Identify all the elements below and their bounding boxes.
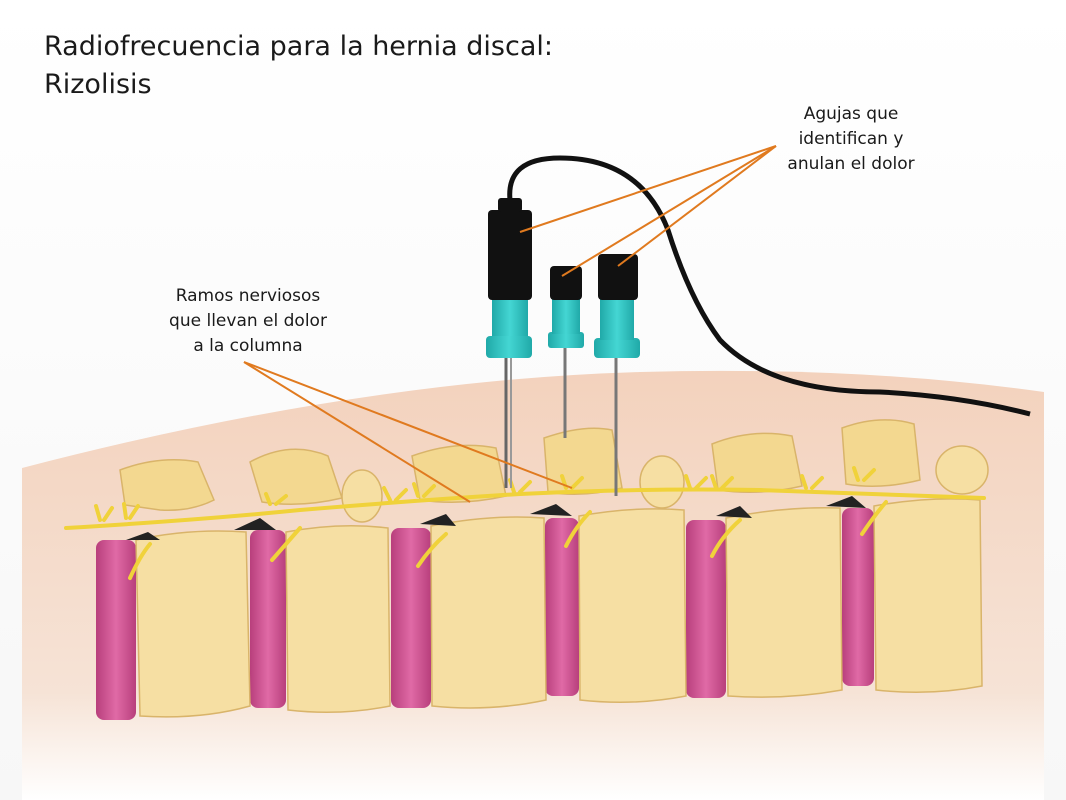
nerve-branch [564,510,592,548]
leader-lines [243,145,777,503]
facet-joint [639,455,685,509]
vertebral-body [725,506,843,698]
vertebral-body [135,530,251,718]
vertebral-process [841,419,921,487]
facet-joint [935,445,989,495]
vertebral-process [711,432,803,493]
nerve-branch [270,526,302,562]
needles-label-line-2: identifican y [798,129,904,149]
vertebral-process [249,448,343,505]
vertebral-process [119,459,215,512]
vertebral-body [285,525,391,713]
vertebral-process [543,427,623,495]
needle-probe-small [548,266,584,438]
disc [686,520,726,698]
disc [250,530,286,708]
vertebral-body [578,508,687,703]
needle-probe-medium [594,254,640,496]
needles-label-line-1: Agujas que [803,104,899,124]
nerve-label-line-3: a la columna [193,336,303,356]
disc [391,528,431,708]
vertebral-body [430,516,547,709]
diagram-title: Radiofrecuencia para la hernia discal: R… [44,28,553,104]
leader-line-nerve-2 [243,361,573,489]
nerve-branch [416,532,448,568]
nerve-label-line-1: Ramos nerviosos [175,286,321,306]
needles-label: Agujas que identifican y anulan el dolor [766,102,936,177]
leader-line-nerve-1 [243,361,471,503]
title-line-1: Radiofrecuencia para la hernia discal: [44,31,553,62]
nerve-branches-label: Ramos nerviosos que llevan el dolor a la… [148,284,348,359]
joint-shadows [126,496,866,540]
title-line-2: Rizolisis [44,69,152,100]
facet-joint [341,469,383,523]
needles-label-line-3: anulan el dolor [787,154,915,174]
nerve-branches [64,466,986,580]
vertebrae [119,419,989,718]
leader-line-needle-3 [617,145,777,267]
disc [842,508,874,686]
leader-line-needle-2 [561,145,777,277]
disc [96,540,136,720]
nerve-label-line-2: que llevan el dolor [169,311,327,331]
disc [545,518,579,696]
nerve-branch [710,518,742,558]
nerve-branch [128,542,152,580]
nerve-branch [860,500,888,536]
intervertebral-discs [96,508,874,720]
vertebral-body [873,498,983,693]
leader-line-needle-1 [519,145,777,233]
radiofrequency-cable [507,155,1031,417]
